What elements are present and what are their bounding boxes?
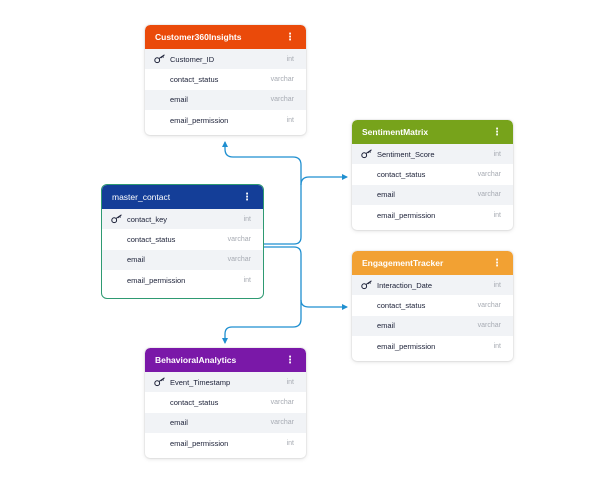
table-row[interactable]: email_permission int <box>352 205 513 225</box>
table-row[interactable]: contact_status varchar <box>352 295 513 315</box>
column-type: varchar <box>477 191 501 199</box>
column-type: int <box>286 439 294 447</box>
column-type: varchar <box>227 235 251 243</box>
table-header: master_contact ⋮ <box>102 185 263 209</box>
column-name: contact_status <box>170 397 219 407</box>
more-options-icon[interactable]: ⋮ <box>492 126 502 138</box>
primary-key-row[interactable]: Interaction_Date int <box>352 275 513 296</box>
column-type: int <box>286 378 294 386</box>
column-name: email <box>127 255 145 265</box>
column-name: email_permission <box>170 115 229 125</box>
connector-master-to-behavioral <box>222 300 302 344</box>
table-title: EngagementTracker <box>362 258 444 268</box>
table-row[interactable]: email_permission int <box>352 336 513 356</box>
more-options-icon[interactable]: ⋮ <box>242 191 252 203</box>
column-name: contact_status <box>170 74 219 84</box>
column-type: int <box>243 276 251 284</box>
column-type: int <box>493 342 501 350</box>
column-name: email <box>170 418 188 428</box>
column-name: email_permission <box>127 275 186 285</box>
column-name: contact_key <box>127 214 168 224</box>
table-row[interactable]: contact_status varchar <box>145 392 306 412</box>
column-type: int <box>286 116 294 124</box>
table-row[interactable]: email_permission int <box>145 110 306 130</box>
column-name: email_permission <box>377 210 436 220</box>
column-type: int <box>243 215 251 223</box>
key-icon <box>154 54 166 64</box>
column-type: varchar <box>477 170 501 178</box>
table-row[interactable]: email_permission int <box>145 433 306 453</box>
table-row[interactable]: email varchar <box>352 315 513 336</box>
primary-key-row[interactable]: contact_key int <box>102 209 263 230</box>
key-icon <box>154 377 166 387</box>
table-header: EngagementTracker ⋮ <box>352 251 513 275</box>
key-icon <box>111 214 123 224</box>
column-name: contact_status <box>377 300 426 310</box>
table-row[interactable]: email varchar <box>352 184 513 205</box>
connector-master-to-customer360 <box>222 141 302 245</box>
column-name: email_permission <box>377 341 436 351</box>
primary-key-row[interactable]: Customer_ID int <box>145 49 306 70</box>
column-type: varchar <box>477 301 501 309</box>
column-type: int <box>493 150 501 158</box>
connector-master-to-sentiment <box>300 174 348 186</box>
primary-key-row[interactable]: Sentiment_Score int <box>352 144 513 165</box>
column-type: int <box>286 55 294 63</box>
key-icon <box>361 149 373 159</box>
column-name: email <box>377 190 395 200</box>
connector-master-to-engagement <box>264 246 348 310</box>
column-name: email_permission <box>170 438 229 448</box>
table-row[interactable]: contact_status varchar <box>145 69 306 89</box>
table-header: BehavioralAnalytics ⋮ <box>145 348 306 372</box>
column-type: varchar <box>270 75 294 83</box>
table-row[interactable]: email varchar <box>145 89 306 110</box>
table-row[interactable]: contact_status varchar <box>102 229 263 249</box>
column-name: contact_status <box>377 169 426 179</box>
column-type: varchar <box>270 398 294 406</box>
more-options-icon[interactable]: ⋮ <box>285 31 295 43</box>
table-row[interactable]: contact_status varchar <box>352 164 513 184</box>
column-name: Sentiment_Score <box>377 149 435 159</box>
column-name: email <box>170 95 188 105</box>
column-name: Customer_ID <box>170 54 215 64</box>
key-icon <box>361 280 373 290</box>
column-type: int <box>493 211 501 219</box>
column-type: varchar <box>477 322 501 330</box>
column-type: varchar <box>270 419 294 427</box>
primary-key-row[interactable]: Event_Timestamp int <box>145 372 306 393</box>
column-type: varchar <box>270 96 294 104</box>
table-title: BehavioralAnalytics <box>155 355 237 365</box>
column-name: Interaction_Date <box>377 280 433 290</box>
table-header: Customer360Insights ⋮ <box>145 25 306 49</box>
table-header: SentimentMatrix ⋮ <box>352 120 513 144</box>
table-title: Customer360Insights <box>155 32 242 42</box>
more-options-icon[interactable]: ⋮ <box>492 257 502 269</box>
table-row[interactable]: email varchar <box>102 249 263 270</box>
column-name: Event_Timestamp <box>170 377 231 387</box>
more-options-icon[interactable]: ⋮ <box>285 354 295 366</box>
table-row[interactable]: email varchar <box>145 412 306 433</box>
column-name: contact_status <box>127 234 176 244</box>
column-type: varchar <box>227 256 251 264</box>
column-type: int <box>493 281 501 289</box>
table-title: SentimentMatrix <box>362 127 429 137</box>
table-title: master_contact <box>112 192 171 202</box>
table-row[interactable]: email_permission int <box>102 270 263 290</box>
column-name: email <box>377 321 395 331</box>
